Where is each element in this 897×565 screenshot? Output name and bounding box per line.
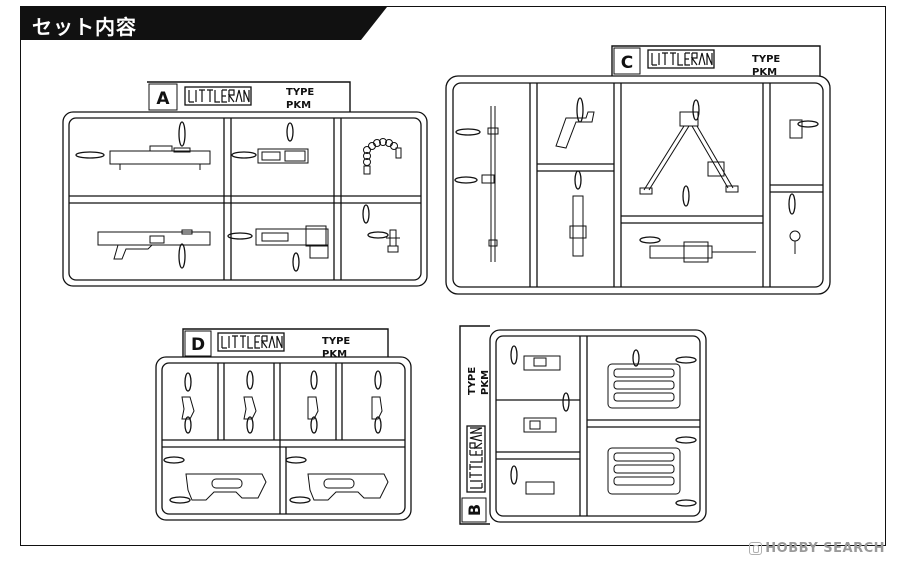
runner-c-letter: C — [621, 53, 633, 73]
part-trigger-group — [649, 241, 756, 263]
runner-c-frame — [445, 75, 831, 295]
runner-d-letter: D — [191, 335, 205, 355]
runner-logo-icon — [466, 425, 486, 493]
section-title: セット内容 — [32, 15, 137, 39]
runner-b-type-line1: TYPE — [467, 367, 478, 395]
runner-b-frame — [489, 329, 707, 523]
runner-c: C TYPE PKM — [445, 45, 831, 295]
watermark-text: HOBBY SEARCH — [765, 541, 885, 556]
part-lower-receiver — [97, 229, 211, 260]
runner-d-frame — [155, 356, 412, 521]
part-sight — [386, 229, 400, 253]
part-ammo-belt — [363, 138, 402, 175]
runner-b-letter: B — [465, 504, 484, 516]
diagram-frame — [20, 6, 886, 546]
part-feed-tray — [255, 225, 329, 259]
part-receiver-top — [109, 145, 211, 170]
runner-a: A TYPE PKM — [62, 81, 428, 287]
runner-b-tag: B TYPE PKM — [459, 325, 491, 525]
runner-logo-icon — [217, 332, 285, 352]
runner-a-type-line1: TYPE — [286, 87, 314, 98]
part-ammo-box-lids — [607, 363, 681, 495]
part-stock-halves — [185, 473, 389, 501]
part-rear-sight — [789, 119, 803, 254]
part-grip-halves — [181, 396, 383, 420]
runner-d: D TYPE PKM — [155, 328, 412, 521]
part-bipod — [639, 111, 739, 195]
runner-b: B TYPE PKM — [459, 325, 707, 525]
part-top-cover — [257, 148, 309, 164]
runner-d-type-line2: PKM — [322, 349, 347, 360]
runner-a-tag: A TYPE PKM — [147, 81, 351, 112]
runner-a-frame — [62, 111, 428, 287]
runner-a-type-line2: PKM — [286, 100, 311, 111]
runner-c-type-line2: PKM — [752, 67, 777, 78]
hobby-search-logo-icon — [749, 542, 763, 555]
runner-a-letter: A — [156, 89, 170, 109]
watermark: HOBBY SEARCH — [749, 541, 885, 556]
runner-logo-icon — [647, 49, 715, 69]
runner-c-type-line1: TYPE — [752, 54, 780, 65]
part-gas-tube — [569, 195, 587, 257]
part-barrel — [481, 106, 499, 262]
part-stock-arm — [555, 111, 595, 149]
header-bar — [21, 7, 387, 40]
runner-d-type-line1: TYPE — [322, 336, 350, 347]
part-small-bits — [523, 355, 561, 495]
runner-c-tag: C TYPE PKM — [611, 45, 821, 78]
runner-logo-icon — [184, 86, 252, 106]
runner-b-type-line2: PKM — [480, 370, 491, 395]
runner-d-tag: D TYPE PKM — [182, 328, 389, 360]
